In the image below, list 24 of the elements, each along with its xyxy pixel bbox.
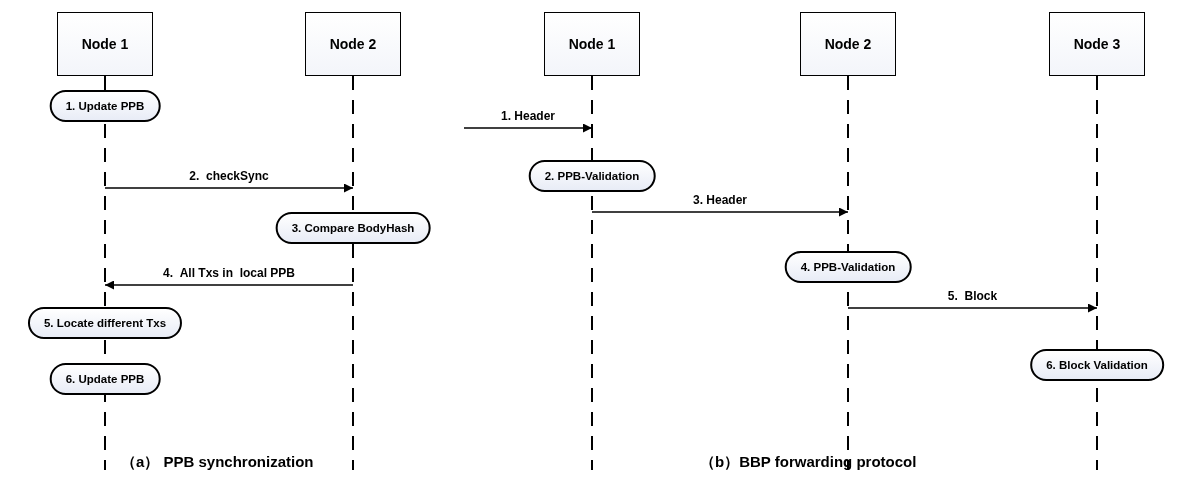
step-box: 5. Locate different Txs [27, 307, 183, 339]
header-box: Node 1 [57, 12, 153, 76]
step-box: 2. PPB-Validation [528, 160, 656, 192]
step-box: 6. Update PPB [49, 363, 161, 395]
edge-label: 4. All Txs in local PPB [161, 266, 297, 280]
arrow [104, 280, 354, 290]
step-box: 6. Block Validation [1030, 349, 1164, 381]
arrow [847, 303, 1098, 313]
caption: （b）BBP forwarding protocol [700, 453, 917, 472]
edge-label: 3. Header [691, 193, 749, 207]
header-box: Node 1 [544, 12, 640, 76]
step-box: 4. PPB-Validation [784, 251, 912, 283]
edge-label: 2. checkSync [187, 169, 271, 183]
header-box: Node 3 [1049, 12, 1145, 76]
caption: （a） PPB synchronization [121, 453, 314, 472]
arrow [104, 183, 354, 193]
header-box: Node 2 [800, 12, 896, 76]
edge-label: 5. Block [945, 289, 1000, 303]
arrow [591, 207, 849, 217]
edge-label: 1. Header [499, 109, 557, 123]
arrow [463, 123, 593, 133]
step-box: 1. Update PPB [49, 90, 161, 122]
header-box: Node 2 [305, 12, 401, 76]
step-box: 3. Compare BodyHash [275, 212, 431, 244]
